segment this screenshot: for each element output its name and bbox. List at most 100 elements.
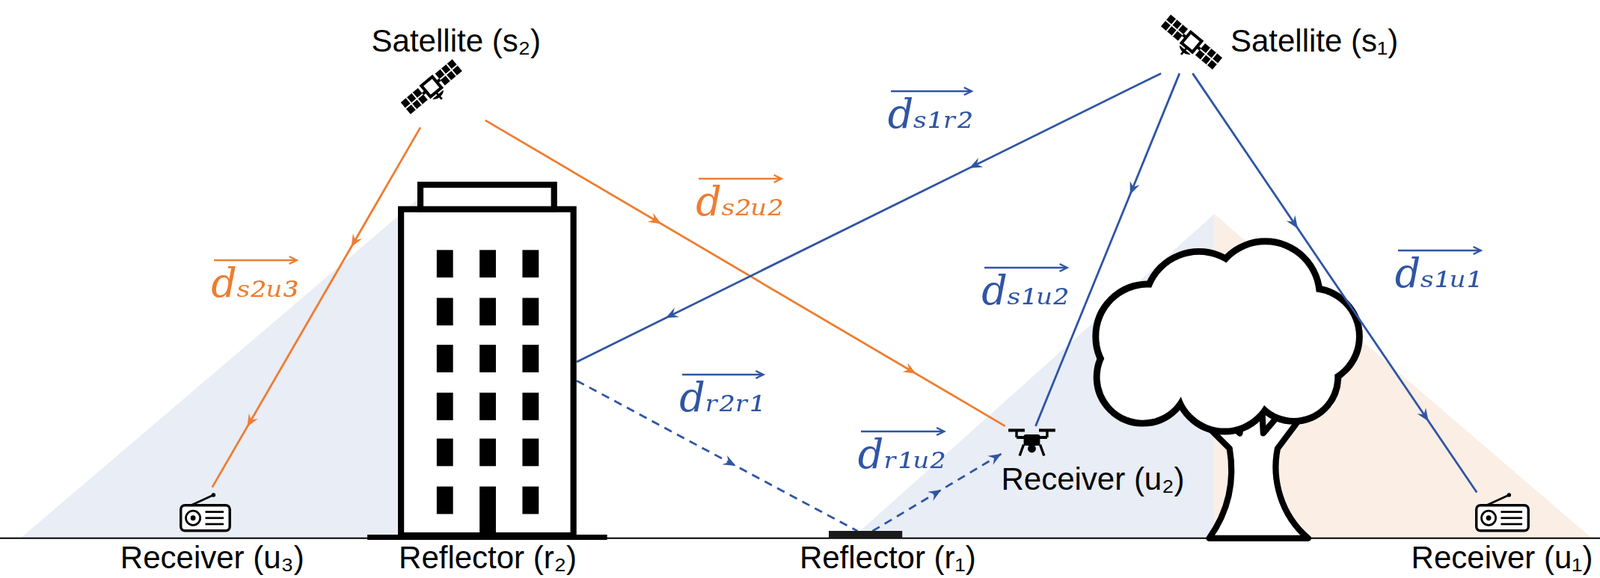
building-parapet [420,184,555,210]
node-label: Satellite (s₂) [371,25,541,57]
building-window [479,297,496,326]
arrowhead [647,213,665,229]
coverage-shade [20,198,419,539]
radio-grille [204,517,224,520]
satellite-icon [395,53,467,121]
panel-grid [440,65,458,80]
vector-arrow-shaft [890,90,971,93]
distance-label: dₛ₂ᵤ₃ [210,261,300,306]
distance-label: dₛ₁ᵤ₂ [981,268,1070,313]
radio-antenna [190,495,214,507]
tree-canopy [1178,280,1292,393]
vector-arrow-shaft [860,430,944,434]
distance-symbol: dₛ₁ᵤ₁ [1395,251,1484,296]
vector-arrow-shaft [213,259,297,262]
tree-canopy-outline [1178,280,1292,393]
vector-arrow-shaft [682,374,763,377]
building-icon [397,181,577,539]
radio-speaker [1481,511,1497,526]
panel-grid [1166,20,1184,35]
plate-icon [828,531,903,539]
receiver-node: Receiver (u₂) [1000,426,1185,496]
radio-grille [1501,517,1523,520]
drone-body [1023,434,1040,446]
vector-arrow-head [1472,246,1481,255]
signal-link [576,73,1161,363]
panel-grid [406,94,424,109]
drone-legs [1019,444,1045,456]
satellite-dish [1178,44,1191,57]
arrowhead [967,157,983,173]
node-label: Receiver (u₂) [1000,463,1185,496]
distance-symbol: dₛ₁ᵣ₂ [887,92,974,137]
vector-arrow-shaft [984,267,1067,270]
radio-grille [1501,511,1523,514]
node-label: Satellite (s₁) [1230,25,1399,57]
radio-grille [1501,523,1523,526]
arrowhead [242,413,259,431]
building-window [522,438,539,467]
satellite-dish [432,89,446,101]
receiver-node: Receiver (u₃) [120,492,305,574]
drone-icon [1005,426,1059,460]
node-label: Reflector (r₁) [799,542,977,574]
radio-grille [204,511,224,514]
building-window [436,486,454,514]
building-window [479,249,496,278]
reflector-node: Reflector (r₂) [397,181,577,575]
arrowhead [1286,215,1303,232]
vector-arrow-head [964,87,972,95]
distance-symbol: dᵣ₂ᵣ₁ [679,375,766,420]
vector-arrow-head [289,256,297,265]
signal-link [1035,73,1179,427]
building-window [436,297,454,326]
arrowhead [1416,407,1433,425]
radio-grille [204,523,224,526]
node-label: Receiver (u₃) [120,542,305,574]
building-window [522,486,539,514]
distance-label: dₛ₁ᵣ₂ [887,92,974,137]
building-window [522,297,539,326]
distance-label: dᵣ₂ᵣ₁ [679,375,766,420]
arrowhead [987,449,1004,466]
building-window [436,392,454,421]
vector-arrow-head [936,427,944,436]
reflector-node: Reflector (r₁) [799,531,977,574]
satellite-body [400,59,469,121]
distance-symbol: dₛ₁ᵤ₂ [981,268,1070,313]
panel-grid [1200,49,1218,64]
building-window [522,392,539,421]
arrowhead [1125,181,1140,197]
distance-label: dᵣ₁ᵤ₂ [857,432,947,477]
distance-symbol: dᵣ₁ᵤ₂ [857,432,947,477]
signal-path [1035,73,1179,427]
radio-body [180,505,229,532]
vector-arrow-shaft [1398,249,1481,252]
distance-label: dₛ₂ᵤ₂ [695,179,784,224]
reflector-plate [828,531,903,539]
receiver-node: Receiver (u₁) [1411,492,1594,574]
building-window [522,344,539,373]
signal-path [576,73,1161,363]
arrowhead [721,455,739,471]
distance-label: dₛ₁ᵤ₁ [1395,251,1484,296]
arrowhead [927,485,944,502]
radio-speaker [185,511,200,526]
building-window [436,249,454,278]
radio-speaker-center [1486,516,1492,522]
satellite-node: Satellite (s₂) [371,25,541,121]
building-body [400,208,574,535]
building-door [479,486,496,535]
satellite-feed [1181,47,1188,54]
signal-link [212,127,421,487]
building-window [436,344,454,373]
arrowhead [663,307,680,323]
satellite-feed [436,92,443,99]
vector-arrow-head [1059,264,1068,272]
building-window [479,392,496,421]
radio-antenna-tip [1507,493,1511,498]
vector-arrow-head [755,371,763,379]
drone-camera [1027,444,1036,453]
radio-icon [1474,492,1531,534]
